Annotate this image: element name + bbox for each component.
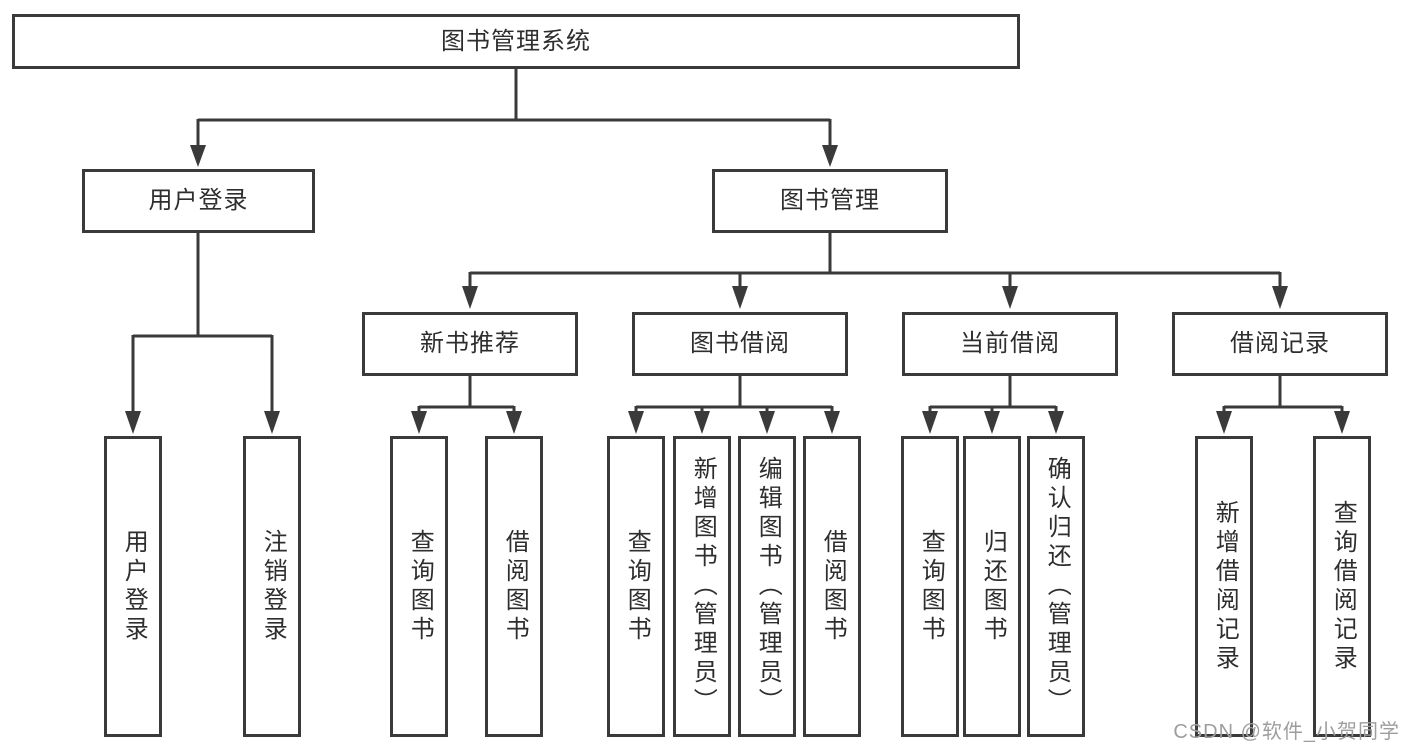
connector-root-to-level2 xyxy=(190,69,838,167)
connector-borrow-records-branch xyxy=(1216,376,1350,434)
connector-current-borrow-branch xyxy=(922,376,1064,434)
arrowhead xyxy=(1002,286,1018,309)
arrowhead xyxy=(1334,411,1350,434)
arrowhead xyxy=(1048,411,1064,434)
node-library-management-system: 图书管理系统 xyxy=(12,14,1020,69)
arrowhead xyxy=(462,286,478,309)
csdn-watermark: CSDN @软件_小贺同学 xyxy=(1173,721,1400,743)
node-label: 新书推荐 xyxy=(420,330,520,357)
arrowhead xyxy=(822,145,838,167)
arrowhead xyxy=(125,411,141,434)
node-bb-edit-book-admin: 编辑图书（管理员） xyxy=(738,436,796,737)
node-label: 当前借阅 xyxy=(960,330,1060,357)
arrowhead xyxy=(264,411,280,434)
connector-user-login-branch xyxy=(125,233,280,434)
node-cb-query-books: 查询图书 xyxy=(901,436,959,737)
node-user-login: 用户登录 xyxy=(82,169,315,233)
arrowhead xyxy=(411,411,427,434)
node-label: 编辑图书（管理员） xyxy=(754,456,782,717)
node-label: 借阅记录 xyxy=(1230,330,1330,357)
node-nbr-borrow-books: 借阅图书 xyxy=(485,436,543,737)
node-book-borrowing: 图书借阅 xyxy=(632,312,848,376)
node-cb-confirm-return-admin: 确认归还（管理员） xyxy=(1027,436,1085,737)
node-label: 查询图书 xyxy=(917,528,945,645)
node-label: 新增借阅记录 xyxy=(1211,499,1239,674)
connector-book-mgmt-branch xyxy=(462,233,1288,309)
node-label: 用户登录 xyxy=(148,187,249,214)
node-label: 归还图书 xyxy=(979,528,1007,645)
connector-new-book-branch xyxy=(411,376,522,434)
arrowhead xyxy=(628,411,644,434)
node-user-login-leaf: 用户登录 xyxy=(104,436,162,737)
node-label: 用户登录 xyxy=(120,528,148,645)
node-bb-borrow-books: 借阅图书 xyxy=(803,436,861,737)
arrowhead xyxy=(732,286,748,309)
node-bb-add-book-admin: 新增图书（管理员） xyxy=(673,436,731,737)
node-cb-return-books: 归还图书 xyxy=(963,436,1021,737)
node-nbr-query-books: 查询图书 xyxy=(390,436,448,737)
node-current-borrowing: 当前借阅 xyxy=(902,312,1118,376)
connector-book-borrow-branch xyxy=(628,376,840,434)
node-book-management: 图书管理 xyxy=(712,169,948,233)
node-label: 借阅图书 xyxy=(501,528,529,645)
arrowhead xyxy=(190,145,206,167)
node-br-add-record: 新增借阅记录 xyxy=(1195,436,1253,737)
node-logout-leaf: 注销登录 xyxy=(243,436,301,737)
arrowhead xyxy=(824,411,840,434)
node-label: 图书借阅 xyxy=(690,330,790,357)
arrowhead xyxy=(506,411,522,434)
node-label: 新增图书（管理员） xyxy=(689,456,717,717)
arrowhead xyxy=(694,411,710,434)
node-borrow-records: 借阅记录 xyxy=(1172,312,1388,376)
arrowhead xyxy=(984,411,1000,434)
arrowhead xyxy=(922,411,938,434)
node-label: 确认归还（管理员） xyxy=(1043,456,1071,717)
node-label: 注销登录 xyxy=(259,528,287,645)
node-label: 查询图书 xyxy=(406,528,434,645)
arrowhead xyxy=(759,411,775,434)
node-br-query-record: 查询借阅记录 xyxy=(1313,436,1371,737)
node-label: 查询借阅记录 xyxy=(1329,499,1357,674)
arrowhead xyxy=(1216,411,1232,434)
arrowhead xyxy=(1272,286,1288,309)
node-label: 查询图书 xyxy=(623,528,651,645)
node-label: 借阅图书 xyxy=(819,528,847,645)
node-new-book-recommend: 新书推荐 xyxy=(362,312,578,376)
node-label: 图书管理系统 xyxy=(441,27,591,55)
node-label: 图书管理 xyxy=(780,187,880,214)
node-bb-query-books: 查询图书 xyxy=(607,436,665,737)
